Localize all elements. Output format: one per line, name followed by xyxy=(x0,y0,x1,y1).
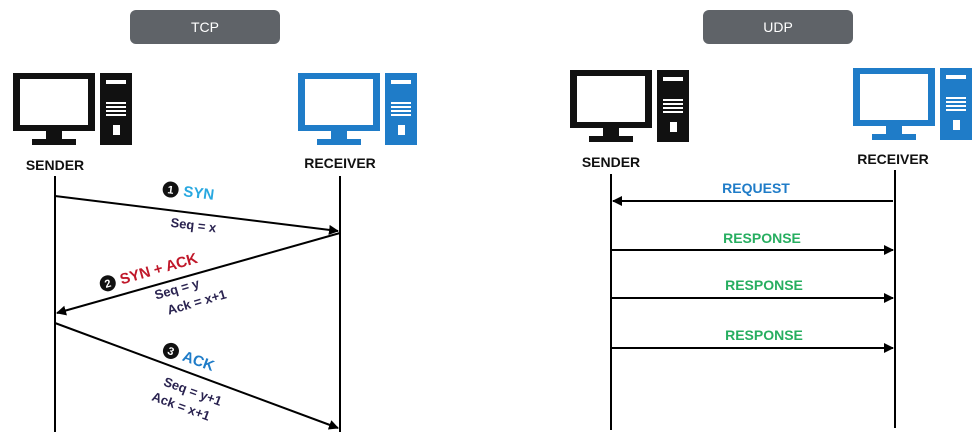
step-2-number: 2 xyxy=(103,278,112,291)
udp-request-label: REQUEST xyxy=(722,180,790,196)
step-1-seq: Seq = x xyxy=(170,215,218,236)
udp-sender-computer-icon xyxy=(570,70,689,142)
step-1-number: 1 xyxy=(167,184,175,197)
udp-receiver-label: RECEIVER xyxy=(857,151,929,167)
tcp-syn-arrow xyxy=(54,195,339,235)
step-2-badge xyxy=(99,275,116,292)
step-1-flag: SYN xyxy=(182,183,215,204)
tcp-ack-arrow xyxy=(54,322,339,430)
tcp-step-1: 1 SYN Seq = x xyxy=(162,181,218,236)
step-1-badge xyxy=(162,181,179,198)
udp-response-label-3: RESPONSE xyxy=(725,327,803,343)
tcp-sender-label: SENDER xyxy=(26,157,84,173)
tcp-synack-arrow xyxy=(56,232,341,316)
udp-sender-label: SENDER xyxy=(582,154,640,170)
tcp-receiver-label: RECEIVER xyxy=(304,155,376,171)
tcp-step-2: 2 SYN + ACK Seq = y Ack = x+1 xyxy=(99,250,228,318)
udp-receiver-computer-icon xyxy=(853,68,972,140)
udp-response-label-2: RESPONSE xyxy=(725,277,803,293)
tcp-sender-computer-icon xyxy=(13,73,132,145)
tcp-step-3: 3 ACK Seq = y+1 Ack = x+1 xyxy=(150,342,224,424)
udp-title: UDP xyxy=(703,10,853,44)
tcp-title: TCP xyxy=(130,10,280,44)
step-3-number: 3 xyxy=(166,345,176,358)
udp-response-label-1: RESPONSE xyxy=(723,230,801,246)
step-3-badge xyxy=(162,342,179,359)
tcp-receiver-computer-icon xyxy=(298,73,417,145)
